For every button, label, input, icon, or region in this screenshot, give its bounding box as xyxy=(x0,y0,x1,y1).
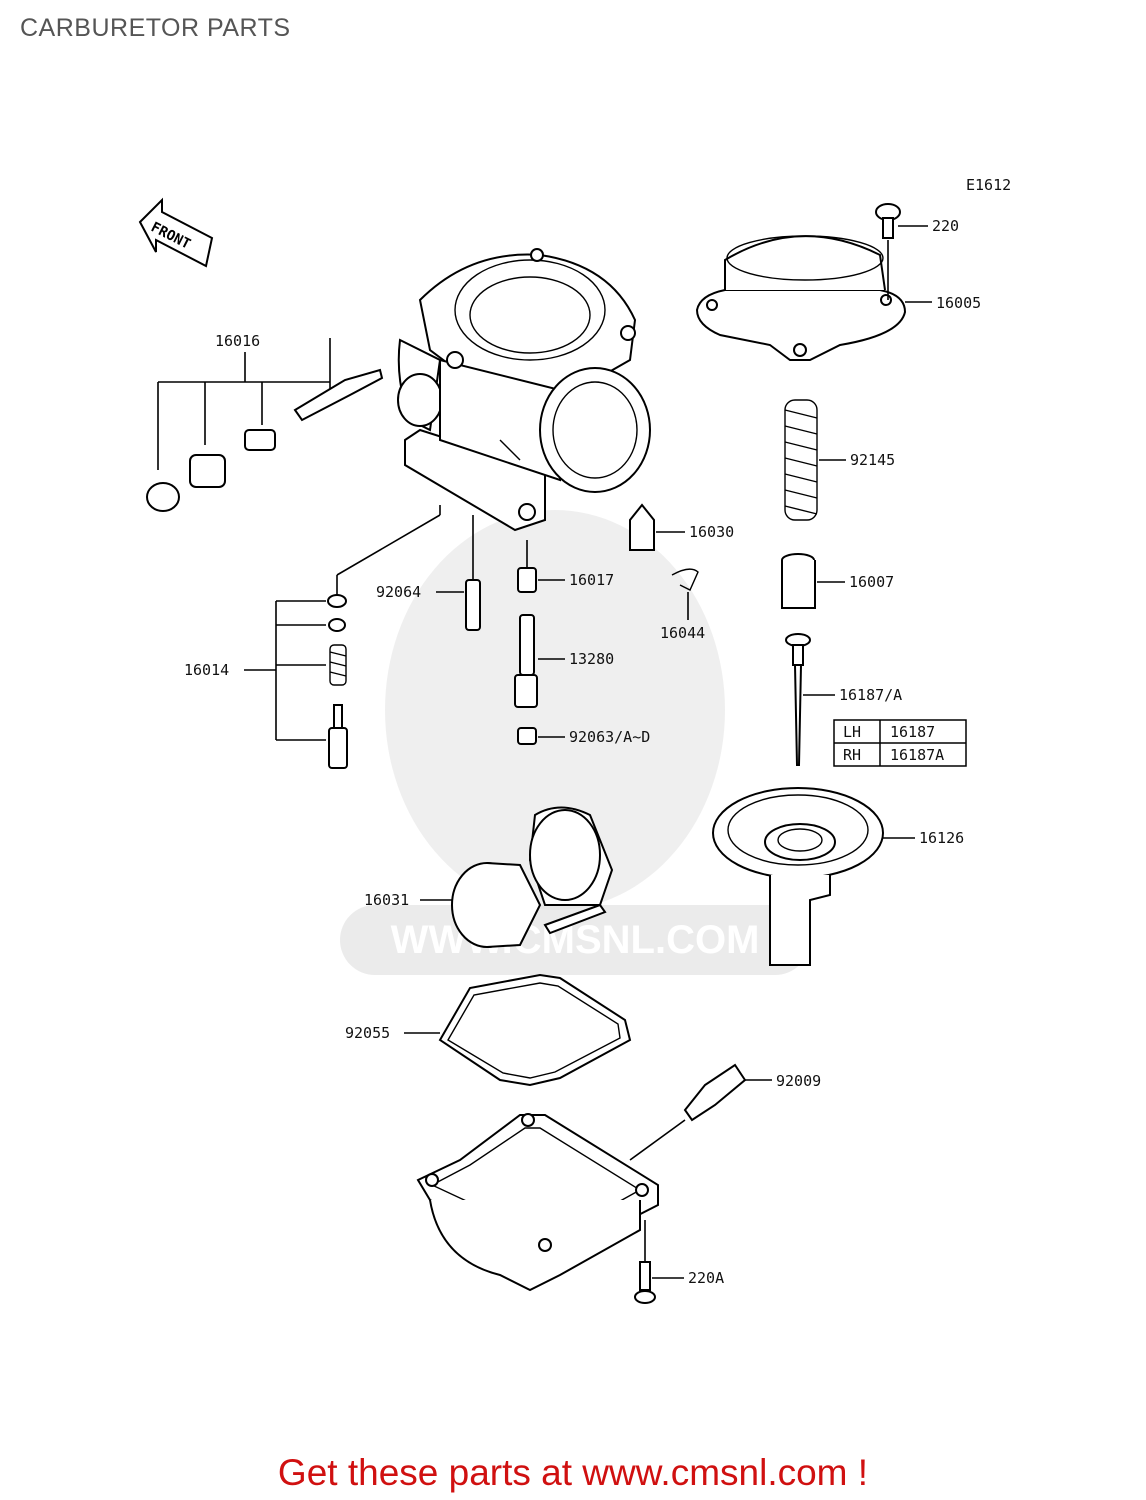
table-row-lh-side: LH xyxy=(843,723,861,741)
table-row-rh-side: RH xyxy=(843,746,861,764)
drain-screw-92009-part xyxy=(629,1063,772,1161)
carburetor-body xyxy=(397,248,651,532)
page-title: CARBURETOR PARTS xyxy=(20,14,291,42)
gasket-92055-part xyxy=(404,973,632,1087)
label-13280: 13280 xyxy=(569,650,614,668)
table-row-lh-part: 16187 xyxy=(890,723,935,741)
jet-92063-part xyxy=(517,727,565,745)
air-screw-set-16014 xyxy=(244,505,441,769)
label-16044: 16044 xyxy=(660,624,705,642)
label-16005: 16005 xyxy=(936,294,981,312)
footer-link-text[interactable]: Get these parts at www.cmsnl.com ! xyxy=(277,1452,869,1493)
float-bowl-part xyxy=(416,1113,659,1292)
diagram-code: E1612 xyxy=(966,176,1011,194)
throttle-valve-16031-part xyxy=(420,806,614,948)
top-cover-part xyxy=(695,235,907,361)
label-92055: 92055 xyxy=(345,1024,390,1042)
label-92063: 92063/A~D xyxy=(569,728,650,746)
jet-needle-16187-part xyxy=(785,633,835,766)
screw-220-part xyxy=(875,203,928,300)
label-16016: 16016 xyxy=(215,332,260,350)
label-92009: 92009 xyxy=(776,1072,821,1090)
front-arrow-icon: FRONT xyxy=(138,197,214,268)
label-16187: 16187/A xyxy=(839,686,902,704)
label-16017: 16017 xyxy=(569,571,614,589)
screw-220A-part xyxy=(634,1220,684,1304)
pilot-screw-assembly xyxy=(146,338,384,512)
label-92064: 92064 xyxy=(376,583,421,601)
label-92145: 92145 xyxy=(850,451,895,469)
label-16031: 16031 xyxy=(364,891,409,909)
table-row-rh-part: 16187A xyxy=(890,746,944,764)
clip-16044-part xyxy=(671,568,699,620)
float-valve-16030-part xyxy=(629,503,685,551)
label-16126: 16126 xyxy=(919,829,964,847)
label-16030: 16030 xyxy=(689,523,734,541)
watermark-text: WWW.CMSNL.COM xyxy=(391,918,760,962)
label-220A: 220A xyxy=(688,1269,724,1287)
needle-jet-13280-part xyxy=(514,614,565,708)
label-220: 220 xyxy=(932,217,959,235)
label-16007: 16007 xyxy=(849,573,894,591)
vacuum-piston-16126-part xyxy=(712,787,915,966)
label-16014: 16014 xyxy=(184,661,229,679)
jet-16017-part xyxy=(517,540,565,593)
jet-92064-part xyxy=(436,515,481,631)
holder-16007-part xyxy=(781,553,845,609)
spring-92145-part xyxy=(784,399,846,521)
side-legend-table: LH 16187 RH 16187A xyxy=(833,719,967,767)
